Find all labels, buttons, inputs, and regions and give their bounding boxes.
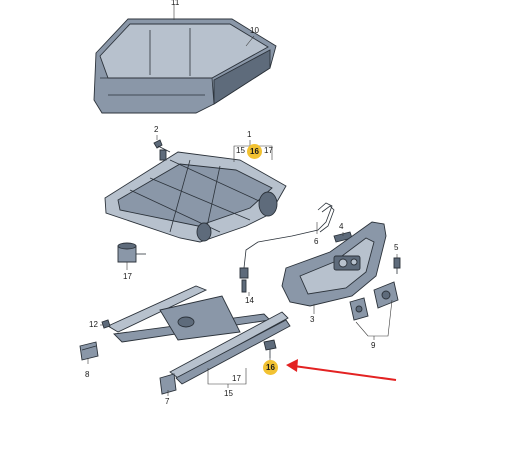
- seat-frame: [104, 149, 287, 243]
- seat-cushion: [93, 18, 277, 114]
- highlight-arrow: [286, 359, 397, 381]
- label-3: 3: [310, 315, 315, 324]
- bracket-8: [79, 341, 99, 361]
- sensor-14: [239, 267, 249, 293]
- label-15-bottom: 15: [224, 389, 233, 398]
- label-11: 11: [171, 0, 180, 7]
- label-8: 8: [85, 370, 90, 379]
- label-10: 10: [250, 26, 259, 35]
- label-15-top: 15: [236, 146, 245, 155]
- screw-16: [263, 339, 277, 358]
- side-trim-3: [281, 221, 387, 307]
- seat-rails: [107, 285, 291, 385]
- cable-6: [243, 202, 335, 269]
- label-2: 2: [154, 125, 159, 134]
- label-9: 9: [371, 341, 376, 350]
- label-17-bottom: 17: [232, 374, 241, 383]
- motor-17: [117, 242, 146, 263]
- highlight-16-bottom: 16: [263, 360, 278, 375]
- bolt-2: [153, 139, 171, 153]
- bolt-12: [101, 319, 111, 329]
- label-17-top: 17: [264, 146, 273, 155]
- label-5: 5: [394, 243, 399, 252]
- label-12: 12: [89, 320, 98, 329]
- bracket-7: [159, 373, 177, 395]
- label-7: 7: [165, 397, 170, 406]
- label-17-motor: 17: [123, 272, 132, 281]
- label-1: 1: [247, 130, 252, 139]
- highlight-16-top: 16: [247, 144, 262, 159]
- label-14: 14: [245, 296, 254, 305]
- clip-5: [393, 257, 401, 274]
- label-4: 4: [339, 222, 344, 231]
- label-6: 6: [314, 237, 319, 246]
